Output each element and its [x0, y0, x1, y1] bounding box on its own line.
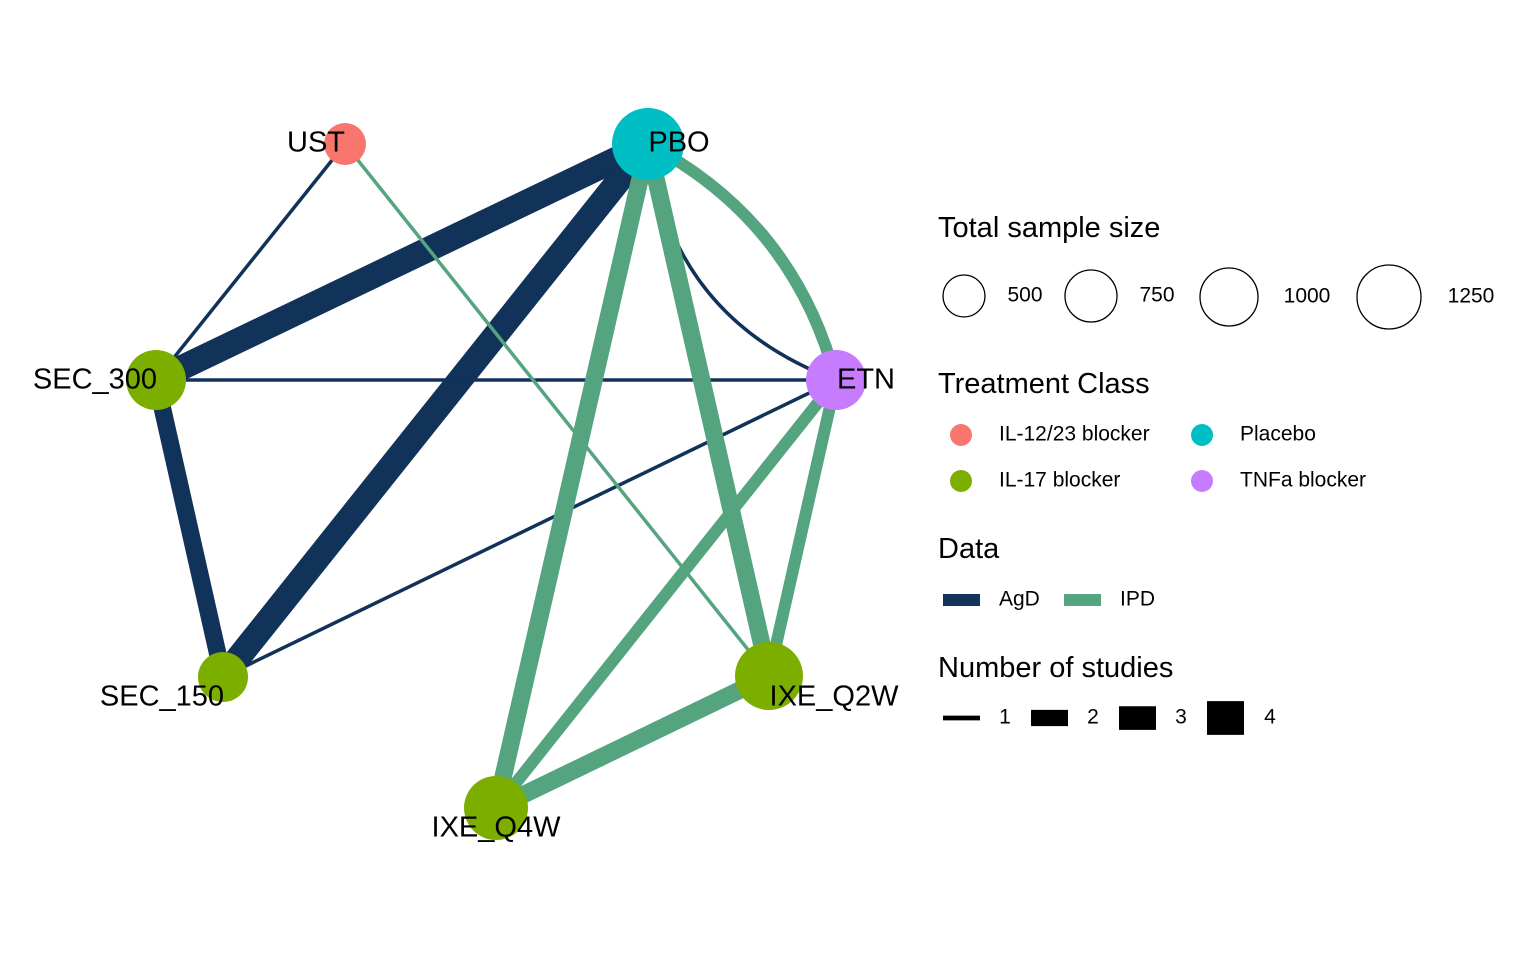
node-label-sec-300: SEC_300 — [33, 364, 157, 396]
node-label-etn: ETN — [837, 364, 895, 396]
legend-class-label-il-17-blocker: IL-17 blocker — [999, 469, 1120, 492]
edge-etn-ixe-q2w-ipd — [763, 378, 842, 678]
legend-size-title: Total sample size — [938, 212, 1160, 244]
legend-size-circle-1000 — [1199, 267, 1259, 327]
legend-studies-items: 1 2 3 4 — [943, 701, 1276, 735]
node-label-ixe-q2w: IXE_Q2W — [770, 681, 900, 713]
legend-class-swatch-il-17-blocker — [950, 470, 972, 492]
legend-data-label-agd: AgD — [999, 588, 1040, 611]
legend: Total sample size 500 750 1000 1250 Treatme… — [938, 212, 1495, 735]
legend-data-title: Data — [938, 533, 1000, 565]
legend-size-circle-500 — [942, 274, 986, 318]
legend-class-label-tnfa-blocker: TNFa blocker — [1240, 469, 1366, 492]
legend-size-circle-750 — [1064, 269, 1118, 323]
legend-studies-label-3: 3 — [1175, 706, 1187, 729]
legend-size-items: 500 750 1000 1250 — [942, 264, 1495, 330]
node-sec-300 — [126, 350, 186, 410]
node-label-sec-150: SEC_150 — [100, 681, 224, 713]
legend-size-label-500: 500 — [1007, 284, 1042, 307]
node-ixe-q2w — [735, 642, 803, 710]
legend-class-swatch-tnfa-blocker — [1191, 470, 1213, 492]
edge-ust-ixe-q2w-ipd — [343, 142, 771, 678]
nodes-layer — [126, 108, 866, 840]
edges-layer — [147, 132, 842, 816]
edge-etn-ixe-q4w-ipd — [491, 376, 841, 812]
legend-studies-title: Number of studies — [938, 652, 1173, 684]
legend-studies-label-4: 4 — [1264, 706, 1276, 729]
legend-class-label-il-12-23-blocker: IL-12/23 blocker — [999, 423, 1150, 446]
legend-data-label-ipd: IPD — [1120, 588, 1155, 611]
node-ust — [324, 123, 366, 165]
legend-studies-label-1: 1 — [999, 706, 1011, 729]
edge-sec-150-pbo-agd — [213, 136, 658, 685]
edge-sec-150-etn-agd — [222, 378, 837, 679]
legend-class-label-placebo: Placebo — [1240, 423, 1316, 446]
node-label-ust: UST — [287, 127, 345, 159]
legend-size-label-1000: 1000 — [1284, 285, 1331, 308]
labels-layer: UST PBO SEC_300 ETN SEC_150 IXE_Q2W IXE_Q4W — [33, 127, 899, 844]
legend-class-swatch-il-12-23-blocker — [950, 424, 972, 446]
edge-ixe-q4w-ixe-q2w-ipd — [492, 668, 773, 816]
legend-class-title: Treatment Class — [938, 368, 1150, 400]
edge-pbo-ixe-q2w-ipd — [639, 142, 778, 678]
legend-size-label-750: 750 — [1139, 284, 1174, 307]
legend-data-items: AgD IPD — [943, 588, 1155, 611]
legend-size-circle-1250 — [1356, 264, 1422, 330]
node-pbo — [612, 108, 684, 180]
legend-size-label-1250: 1250 — [1448, 285, 1495, 308]
edge-sec-300-sec-150-agd — [147, 378, 232, 679]
edge-pbo-ixe-q4w-ipd — [487, 142, 657, 810]
edge-pbo-etn-ipd — [645, 138, 842, 382]
node-etn — [806, 350, 866, 410]
node-ixe-q4w — [464, 776, 528, 840]
node-label-pbo: PBO — [648, 127, 709, 159]
legend-class-swatch-placebo — [1191, 424, 1213, 446]
legend-studies-label-2: 2 — [1087, 706, 1099, 729]
edge-sec-300-pbo-agd — [150, 132, 654, 392]
node-label-ixe-q4w: IXE_Q4W — [432, 812, 562, 844]
edge-sec-300-ust-agd — [154, 142, 347, 382]
node-sec-150 — [198, 652, 248, 702]
